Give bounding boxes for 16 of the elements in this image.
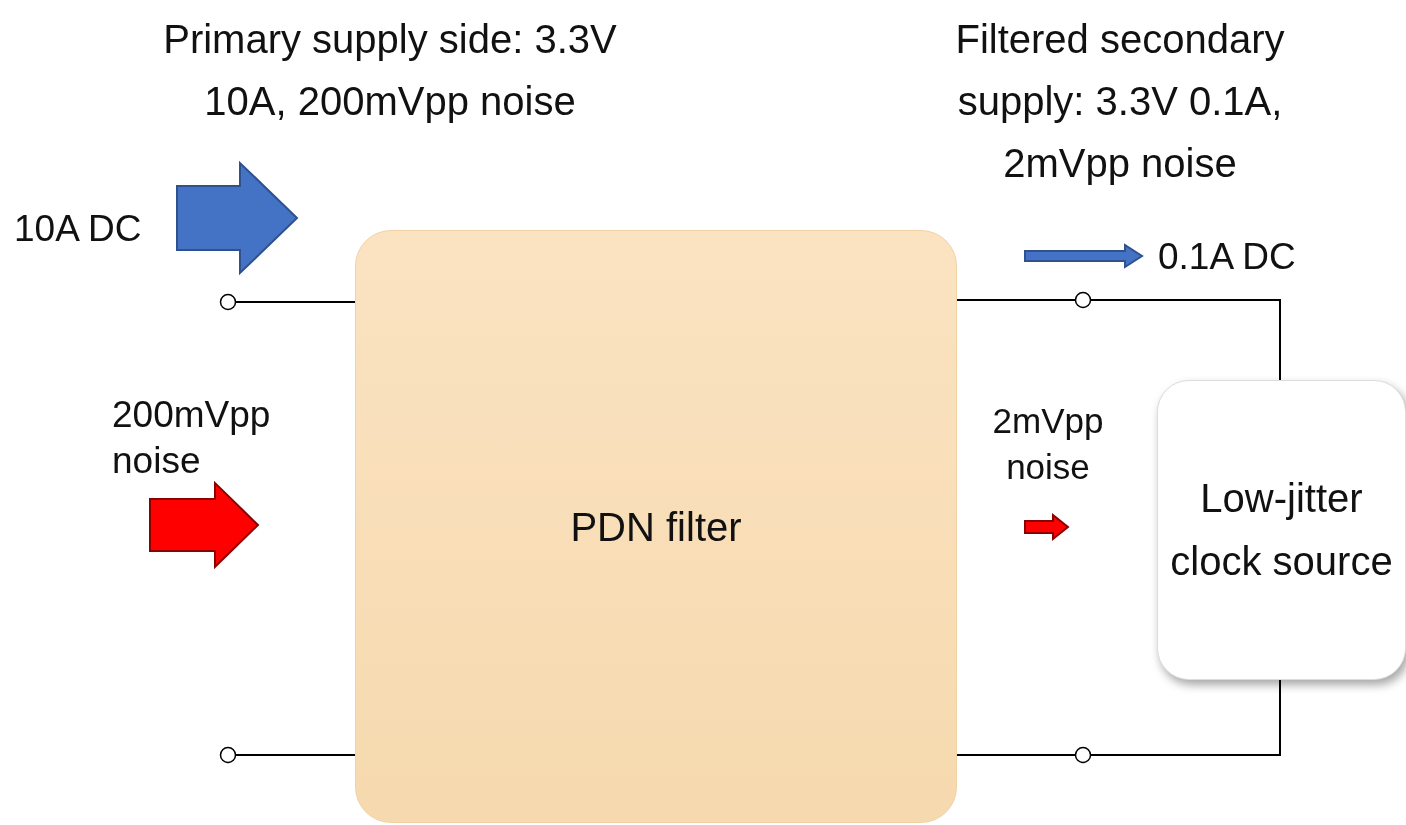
filter-box bbox=[355, 230, 957, 823]
wire bbox=[956, 299, 1076, 301]
heading-text: Filtered secondary supply: 3.3V 0.1A, 2mVpp noise bbox=[954, 16, 1286, 187]
node-label: Low-jitter clock source bbox=[1169, 475, 1394, 585]
clock-source-box bbox=[1157, 380, 1406, 680]
wire bbox=[235, 754, 356, 756]
noise-label: 2mVpp noise bbox=[991, 400, 1105, 488]
wire bbox=[235, 301, 356, 303]
wire bbox=[1090, 679, 1281, 756]
node-label: PDN filter bbox=[570, 503, 742, 551]
heading-text: Primary supply side: 3.3V 10A, 200mVpp noise bbox=[162, 16, 618, 125]
current-label: 0.1A DC bbox=[1158, 235, 1297, 279]
wire bbox=[956, 754, 1076, 756]
noise-label: 200mVpp noise bbox=[112, 393, 272, 483]
wire bbox=[1090, 299, 1281, 381]
current-label: 10A DC bbox=[14, 207, 143, 251]
